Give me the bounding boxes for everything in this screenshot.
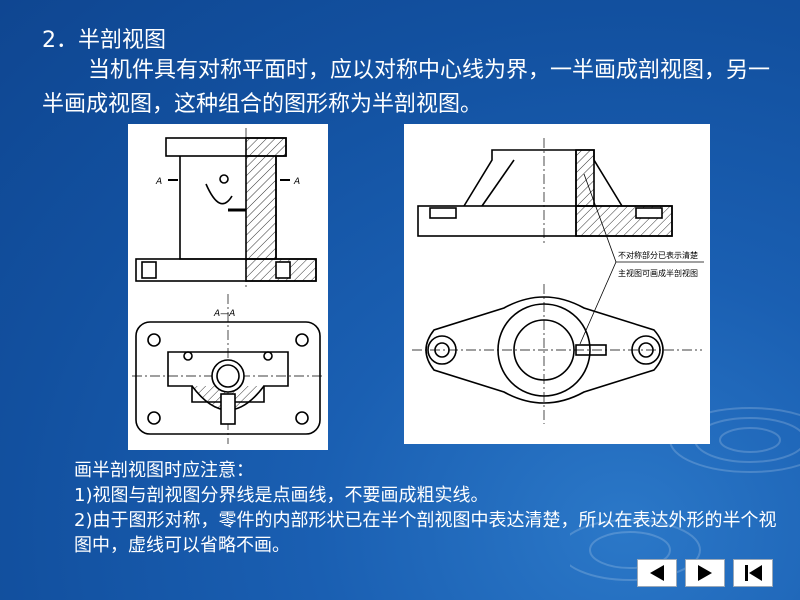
center-lines bbox=[412, 138, 702, 424]
flanged-boss-drawing: 不对称部分已表示清楚 主视图可画成半剖视图 bbox=[412, 138, 704, 424]
prev-slide-button[interactable] bbox=[637, 559, 677, 587]
note-1-text: 视图与剖视图分界线是点画线，不要画成粗实线。 bbox=[92, 485, 489, 506]
intro-text: 当机件具有对称平面时，应以对称中心线为界，一半画成剖视图，另一半画成视图，这种组… bbox=[42, 58, 771, 117]
front-view bbox=[417, 149, 673, 237]
section-a-a-view bbox=[135, 321, 321, 435]
notes-heading: 画半剖视图时应注意： bbox=[74, 460, 254, 481]
note-2-number: 2) bbox=[74, 510, 93, 531]
section-mark-right: A bbox=[293, 177, 300, 187]
left-drawing-panel: A A A—A bbox=[128, 124, 328, 450]
note-1: 1)视图与剖视图分界线是点画线，不要画成粗实线。 bbox=[42, 483, 782, 508]
section-label: A—A bbox=[213, 309, 235, 319]
notes-block: 画半剖视图时应注意： 1)视图与剖视图分界线是点画线，不要画成粗实线。 2)由于… bbox=[42, 458, 782, 558]
callout-line2: 主视图可画成半剖视图 bbox=[618, 268, 698, 278]
slide-title: 2．半剖视图 bbox=[42, 28, 166, 53]
note-2-text: 由于图形对称，零件的内部形状已在半个剖视图中表达清楚，所以在表达外形的半个视图中… bbox=[74, 510, 777, 556]
next-slide-button[interactable] bbox=[685, 559, 725, 587]
bracket-half-section-drawing: A A A—A bbox=[132, 128, 324, 444]
front-view bbox=[135, 137, 317, 282]
section-mark-left: A bbox=[155, 177, 162, 187]
skip-to-end-icon bbox=[745, 565, 762, 581]
top-view bbox=[425, 296, 664, 404]
note-1-number: 1) bbox=[74, 485, 93, 506]
boss-outline bbox=[463, 149, 623, 207]
intro-paragraph: 当机件具有对称平面时，应以对称中心线为界，一半画成剖视图，另一半画成视图，这种组… bbox=[42, 54, 782, 122]
triangle-right-icon bbox=[698, 565, 712, 581]
triangle-left-icon bbox=[650, 565, 664, 581]
note-2: 2)由于图形对称，零件的内部形状已在半个剖视图中表达清楚，所以在表达外形的半个视… bbox=[42, 508, 782, 558]
callout-line1: 不对称部分已表示清楚 bbox=[618, 250, 698, 260]
right-drawing-panel: 不对称部分已表示清楚 主视图可画成半剖视图 bbox=[404, 124, 710, 444]
last-slide-button[interactable] bbox=[733, 559, 773, 587]
